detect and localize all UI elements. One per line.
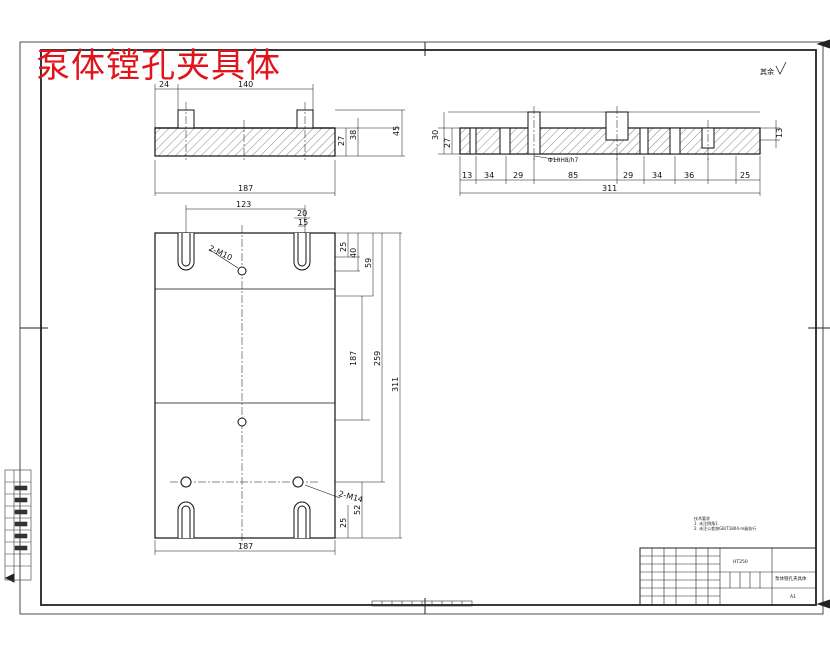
dim-label: 40: [349, 248, 358, 258]
drawing-frame: [4, 39, 830, 615]
top-section-view: 24 140 187 27 38 45: [154, 80, 405, 196]
dim-label: 38: [349, 130, 358, 140]
part-name-label: 泵体镗孔夹具体: [775, 575, 807, 582]
dim-label: 30: [431, 130, 440, 140]
callout-label: 2-M14: [337, 489, 364, 504]
dim-label: 140: [238, 80, 253, 89]
page-title: 泵体镗孔夹具体: [36, 46, 281, 86]
dim-label: 20: [297, 209, 307, 218]
side-section-view: 30 27 13 13 34 29 85 29 34 36 25 311 Φ10…: [431, 106, 784, 196]
material-label: HT250: [733, 559, 748, 565]
dim-label: 187: [238, 542, 253, 551]
sheet-size-label: A1: [790, 594, 796, 600]
dim-label: 25: [339, 242, 348, 252]
dim-label: 29: [623, 171, 633, 180]
dim-label: 123: [236, 200, 251, 209]
dim-label: 25: [740, 171, 750, 180]
dim-label: 259: [373, 351, 382, 366]
dim-label: 36: [684, 171, 694, 180]
dim-label: 52: [353, 505, 362, 515]
dim-label: 34: [484, 171, 494, 180]
notes-line: 1. 未注倒角1.: [694, 521, 719, 526]
roughness-symbol: 其余: [760, 61, 787, 76]
dim-label: 25: [339, 518, 348, 528]
dim-label: 13: [462, 171, 472, 180]
dim-label: 187: [349, 351, 358, 366]
dim-label: 34: [652, 171, 662, 180]
plan-view: 2-M10 2-M14 123: [154, 200, 402, 555]
title-block: [639, 547, 817, 606]
notes-heading: 技术要求: [694, 516, 710, 521]
hole-fit-label: Φ10H8/h7: [548, 157, 579, 164]
dim-label: 29: [513, 171, 523, 180]
callout-label: 2-M10: [207, 244, 234, 263]
dim-label: 311: [602, 184, 617, 193]
scale-ruler: [371, 600, 473, 607]
dim-label: 27: [443, 138, 452, 148]
dim-label: 24: [159, 80, 169, 89]
roughness-label: 其余: [760, 67, 774, 76]
notes-line: 2. 未注公差按GB/T1804-m级执行: [694, 526, 757, 531]
dim-label: 85: [568, 171, 578, 180]
dim-label: 45: [392, 126, 401, 136]
technical-notes: 技术要求 1. 未注倒角1. 2. 未注公差按GB/T1804-m级执行: [694, 516, 784, 531]
dim-label: 27: [337, 136, 346, 146]
dim-label: 13: [775, 128, 784, 138]
dim-label: 15: [298, 218, 308, 227]
filing-strip: [4, 469, 32, 581]
dim-label: 187: [238, 184, 253, 193]
dim-label: 311: [391, 377, 400, 392]
dim-label: 59: [364, 258, 373, 268]
